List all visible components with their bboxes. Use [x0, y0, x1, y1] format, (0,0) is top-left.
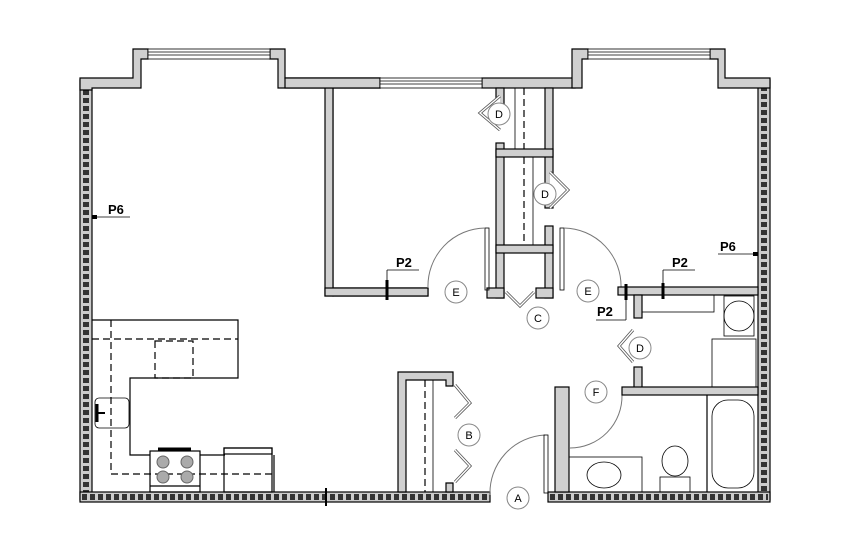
range [149, 450, 201, 493]
partition-label-p6: P6 [108, 202, 124, 217]
top-walls [79, 48, 771, 297]
svg-text:F: F [593, 387, 600, 399]
door-tag-c: C [526, 306, 550, 330]
svg-text:D: D [636, 343, 644, 355]
closet-stack [484, 87, 565, 299]
door-tag-d: D [487, 102, 511, 126]
svg-text:D: D [495, 109, 503, 121]
door-tag-b: B [457, 423, 481, 447]
door-tag-f: F [584, 380, 608, 404]
door-tag-e: E [444, 280, 468, 304]
partition-label-p2: P2 [672, 255, 688, 270]
windows [147, 48, 711, 89]
partition-label-p2: P2 [597, 304, 613, 319]
door-swings [427, 227, 623, 496]
kitchen [92, 319, 275, 493]
exterior-walls [79, 79, 771, 506]
svg-text:E: E [452, 287, 459, 299]
svg-text:B: B [465, 430, 472, 442]
door-tag-d: D [628, 336, 652, 360]
hall-closet [397, 371, 454, 493]
door-tag-e: E [576, 279, 600, 303]
partition-label-p6: P6 [720, 239, 736, 254]
partition-label-p2: P2 [396, 255, 412, 270]
svg-text:E: E [584, 286, 591, 298]
svg-text:D: D [541, 189, 549, 201]
door-tag-a: A [506, 486, 530, 510]
svg-text:C: C [534, 313, 542, 325]
door-tag-d: D [533, 182, 557, 206]
svg-text:A: A [514, 493, 522, 505]
leader-lines [92, 215, 758, 321]
bath-walls [385, 280, 759, 493]
